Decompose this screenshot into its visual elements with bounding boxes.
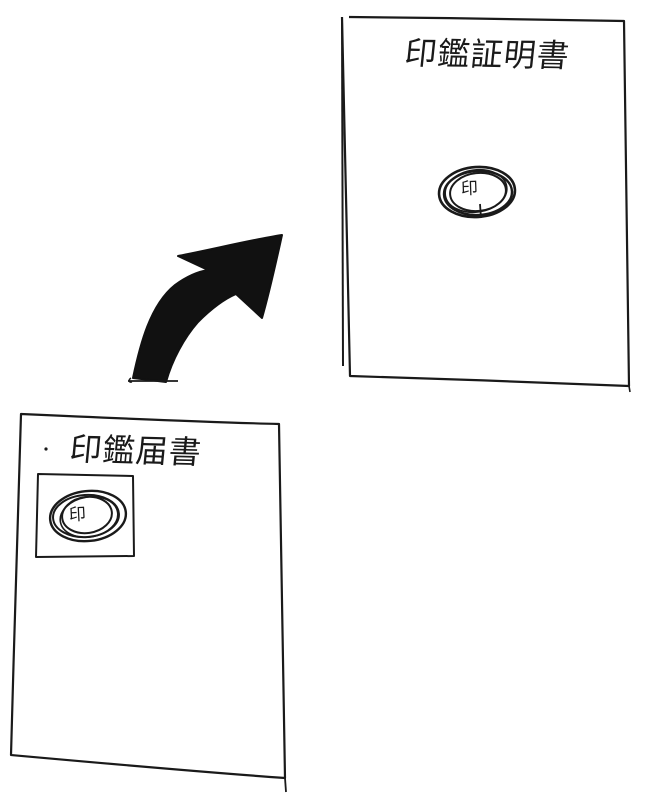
certificate-title: 印鑑証明書 [402,34,572,75]
curved-arrow-icon [128,234,283,383]
registration-seal-glyph: 印 [68,504,87,526]
ink-dot [44,447,48,451]
certificate-seal-glyph: 印 [460,178,479,200]
seal-frame [35,473,135,558]
registration-form-document [9,412,287,793]
seal-stamp-icon [48,489,128,543]
seal-stamp-icon [437,165,517,219]
certificate-document [340,15,631,393]
registration-form-title: 印鑑届書 [67,430,204,472]
